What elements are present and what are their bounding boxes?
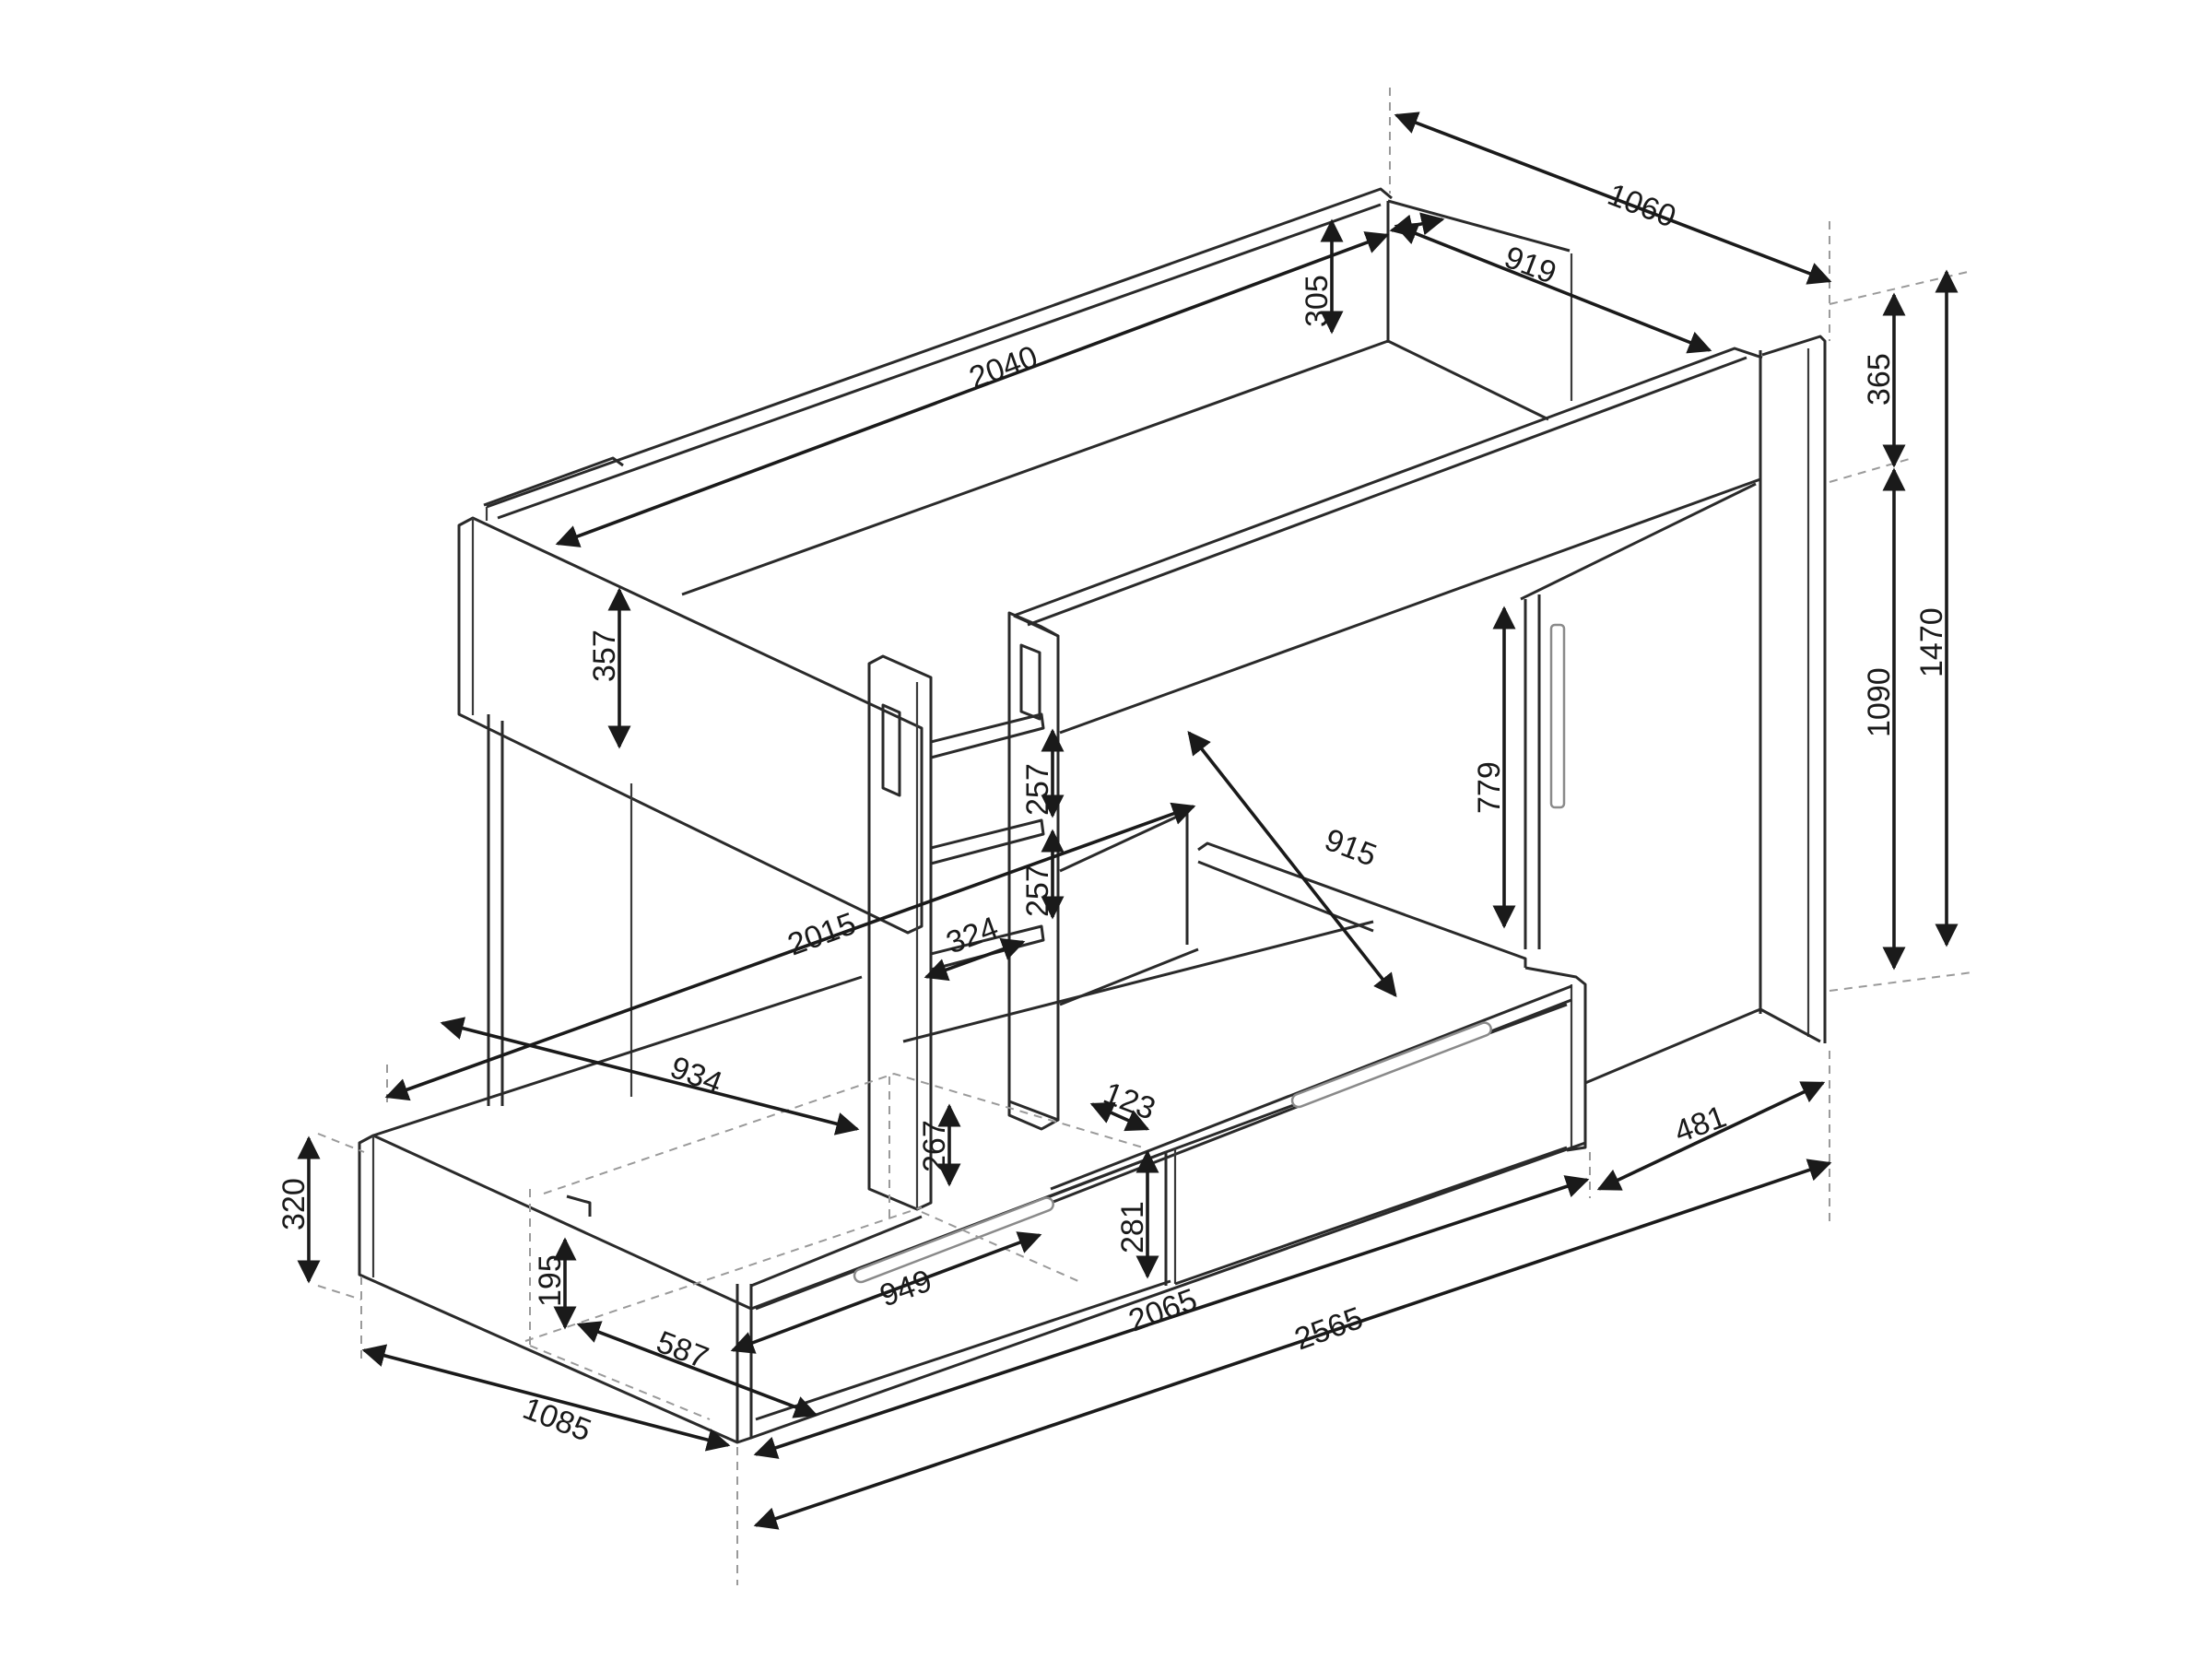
label-257-upper: 257 xyxy=(1020,763,1055,816)
label-195: 195 xyxy=(533,1254,568,1307)
label-267: 267 xyxy=(917,1120,952,1172)
label-1470: 1470 xyxy=(1914,607,1949,677)
wardrobe xyxy=(1520,335,1827,1085)
label-1090: 1090 xyxy=(1862,667,1897,737)
label-365: 365 xyxy=(1862,353,1897,406)
extension-lines xyxy=(317,88,1973,1585)
trundle-base xyxy=(358,975,1586,1444)
label-919: 919 xyxy=(1500,240,1561,291)
label-305: 305 xyxy=(1300,275,1335,327)
dimension-labels: 1060 919 305 2040 365 1090 1470 357 257 … xyxy=(276,177,1949,1449)
label-257-lower: 257 xyxy=(1020,865,1055,917)
label-320: 320 xyxy=(276,1178,312,1230)
upper-bunk-frame xyxy=(457,187,1763,1122)
label-2015: 2015 xyxy=(783,906,861,963)
dimension-lines xyxy=(297,112,1959,1530)
label-915: 915 xyxy=(1320,822,1382,874)
label-357: 357 xyxy=(587,629,622,682)
label-779: 779 xyxy=(1472,761,1507,814)
label-281: 281 xyxy=(1115,1201,1150,1253)
label-2565: 2565 xyxy=(1290,1300,1368,1358)
label-587: 587 xyxy=(652,1324,713,1376)
label-1060: 1060 xyxy=(1603,177,1680,235)
label-481: 481 xyxy=(1670,1099,1731,1149)
label-123: 123 xyxy=(1099,1076,1160,1127)
label-2065: 2065 xyxy=(1124,1282,1202,1339)
